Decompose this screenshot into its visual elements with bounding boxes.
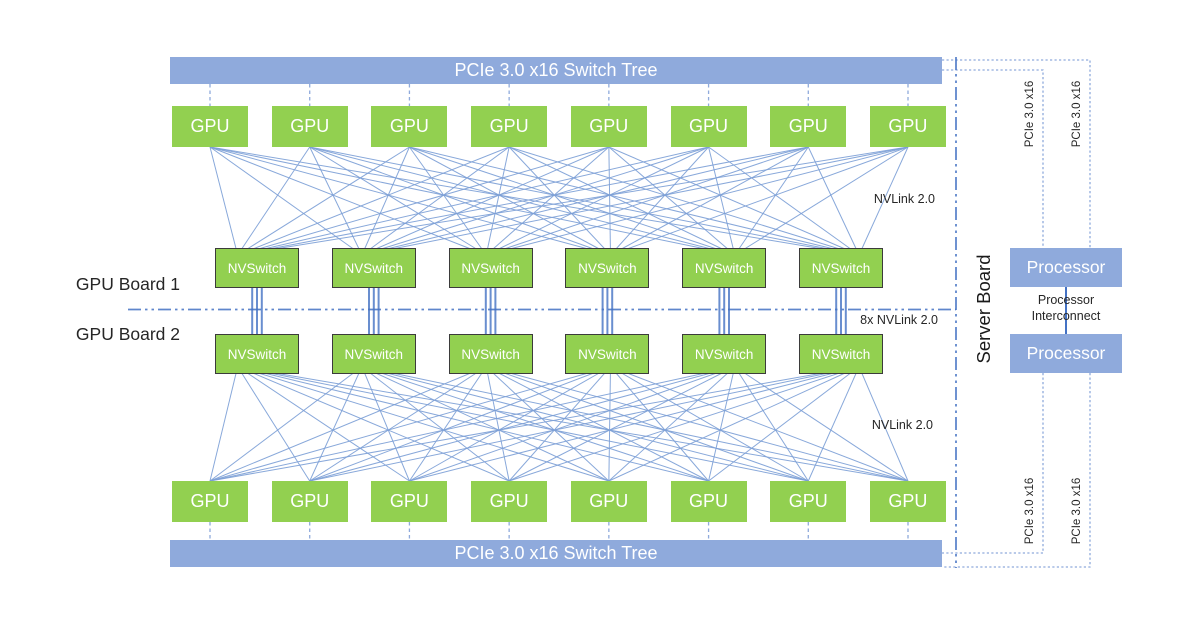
pcie-lane-label-top-outer: PCIe 3.0 x16 [1071, 80, 1083, 148]
processor-top-label: Processor [1026, 257, 1106, 277]
nvswitch-row-board2: NVSwitch NVSwitch NVSwitch NVSwitch NVSwitch… [215, 334, 883, 374]
nvlink-label-top: NVLink 2.0 [873, 192, 935, 206]
nvswitch-box: NVSwitch [682, 334, 767, 374]
nvswitch-box: NVSwitch [565, 248, 650, 288]
pcie-lane-label-bottom-outer: PCIe 3.0 x16 [1071, 477, 1083, 545]
pcie-lane-label-top-inner: PCIe 3.0 x16 [1024, 80, 1036, 148]
gpu-box: GPU [570, 481, 647, 522]
gpu-box: GPU [371, 106, 448, 147]
processor-interconnect-label: Processor Interconnect [1031, 293, 1101, 323]
nvlink-label-bottom: NVLink 2.0 [871, 418, 933, 432]
nvswitch-box: NVSwitch [448, 248, 533, 288]
nvswitch-box: NVSwitch [565, 334, 650, 374]
gpu-row-board2: GPU GPU GPU GPU GPU GPU GPU GPU [172, 481, 946, 522]
gpu-pcie-dashed-links [209, 84, 909, 540]
gpu-box: GPU [869, 106, 946, 147]
nvswitch-box: NVSwitch [331, 248, 416, 288]
board-boundary-lines [128, 57, 957, 568]
processor-box-top: Processor [1010, 248, 1122, 287]
top-pcie-switch-tree-bar: PCIe 3.0 x16 Switch Tree [170, 57, 942, 84]
processor-bottom-label: Processor [1026, 343, 1106, 363]
gpu-row-board1: GPU GPU GPU GPU GPU GPU GPU GPU [172, 106, 946, 147]
nvswitch-box: NVSwitch [215, 248, 299, 288]
gpu-box: GPU [371, 481, 448, 522]
gpu-box: GPU [172, 481, 248, 522]
nvswitch-box: NVSwitch [682, 248, 767, 288]
gpu-box: GPU [770, 481, 847, 522]
nvlink-mesh [209, 146, 909, 482]
gpu-box: GPU [770, 106, 847, 147]
top-pcie-bar-label: PCIe 3.0 x16 Switch Tree [454, 60, 658, 80]
bottom-pcie-bar-label: PCIe 3.0 x16 Switch Tree [454, 543, 658, 563]
nvlink-cross-label: 8x NVLink 2.0 [860, 313, 938, 327]
gpu-box: GPU [271, 106, 348, 147]
bottom-pcie-switch-tree-bar: PCIe 3.0 x16 Switch Tree [170, 540, 942, 567]
gpu-box: GPU [271, 481, 348, 522]
nvswitch-box: NVSwitch [798, 248, 883, 288]
nvswitch-box: NVSwitch [331, 334, 416, 374]
pcie-lane-label-bottom-inner: PCIe 3.0 x16 [1024, 477, 1036, 545]
processor-box-bottom: Processor [1010, 334, 1122, 373]
nvswitch-cross-board-links [251, 288, 847, 334]
gpu-box: GPU [471, 481, 548, 522]
gpu-box: GPU [471, 106, 548, 147]
gpu-box: GPU [670, 106, 747, 147]
server-board-label: Server Board [973, 254, 994, 364]
gpu-box: GPU [670, 481, 747, 522]
nvswitch-box: NVSwitch [798, 334, 883, 374]
nvswitch-box: NVSwitch [448, 334, 533, 374]
gpu-board1-label: GPU Board 1 [75, 274, 180, 294]
pcie-dotted-routes [942, 59, 1091, 568]
nvswitch-box: NVSwitch [215, 334, 299, 374]
gpu-box: GPU [172, 106, 248, 147]
gpu-board2-label: GPU Board 2 [75, 324, 180, 344]
gpu-box: GPU [570, 106, 647, 147]
nvswitch-row-board1: NVSwitch NVSwitch NVSwitch NVSwitch NVSwitch… [215, 248, 883, 288]
gpu-box: GPU [869, 481, 946, 522]
